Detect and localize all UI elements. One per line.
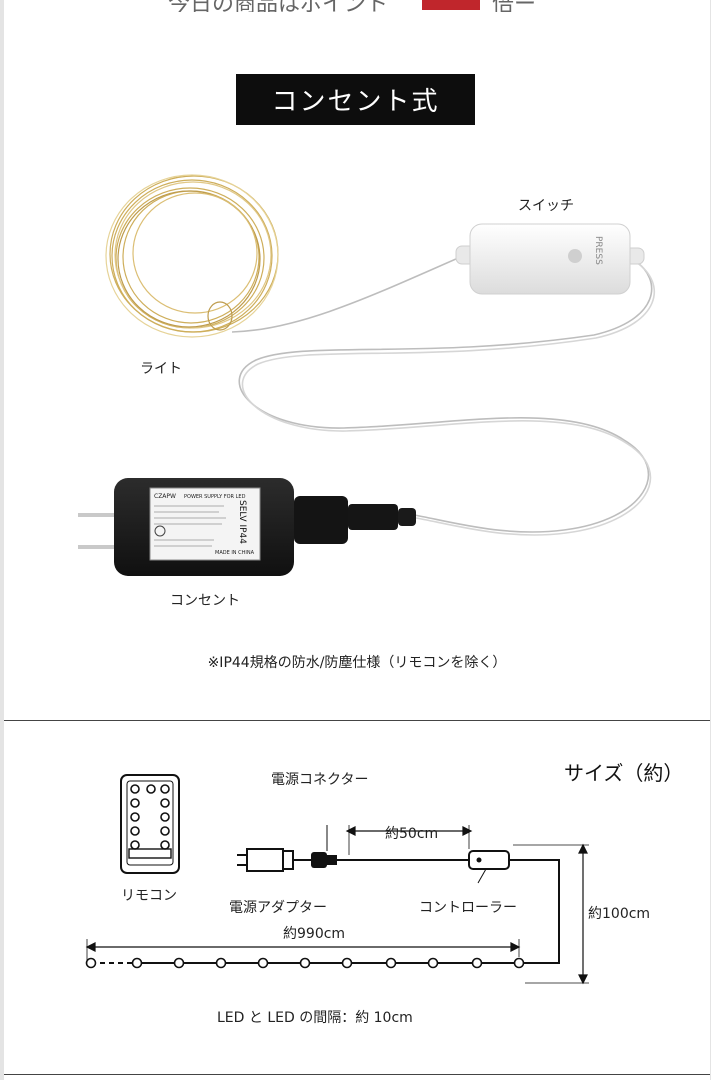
light-coil <box>105 174 279 338</box>
power-adapter: CZAPW POWER SUPPLY FOR LED MADE IN CHINA… <box>78 478 416 576</box>
remote-label: リモコン <box>121 888 177 904</box>
waterproof-note: ※IP44規格の防水/防塵仕様（リモコンを除く） <box>207 655 507 671</box>
controller-icon <box>468 850 510 884</box>
outlet-label: コンセント <box>170 593 240 609</box>
header-cut-text-right: 倍ー <box>492 0 536 12</box>
dim-990 <box>85 939 521 963</box>
power-adapter-label: 電源アダプター <box>229 900 327 916</box>
switch-label: スイッチ <box>518 198 574 214</box>
dim-50 <box>345 825 473 855</box>
connector-icon <box>311 825 337 868</box>
power-connector-label: 電源コネクター <box>271 772 369 788</box>
header-badge <box>422 0 480 10</box>
remote-icon <box>120 774 180 874</box>
adapter-icon <box>237 848 311 872</box>
adapter-rating: SELV IP44 <box>237 500 247 544</box>
header-cut-text: 今日の商品はポイント <box>168 0 388 12</box>
switch-box: PRESS <box>455 223 645 295</box>
length-50-label: 約50cm <box>385 826 439 842</box>
product-photo: PRESS CZAPW POWER SUPPLY FOR LED MADE IN… <box>78 174 656 576</box>
length-990-label: 約990cm <box>283 926 346 942</box>
length-100-label: 約100cm <box>588 906 651 922</box>
section-title: コンセント式 <box>236 74 475 125</box>
diagram-drawing <box>85 774 589 985</box>
led-spacing-label: LED と LED の間隔：約 10cm <box>217 1010 413 1026</box>
controller-label: コントローラー <box>419 900 517 916</box>
size-diagram: サイズ（約） 電源コネクター リモコン 電源アダプター コントローラー 約50c… <box>4 720 710 1075</box>
size-title: サイズ（約） <box>564 761 684 785</box>
dim-100 <box>513 843 589 985</box>
adapter-model: POWER SUPPLY FOR LED <box>184 494 246 500</box>
switch-press-text: PRESS <box>593 236 603 265</box>
cut-off-header: 今日の商品はポイント 倍ー <box>4 0 710 12</box>
product-page: 今日の商品はポイント 倍ー コンセント式 <box>4 0 710 1080</box>
clear-wire <box>231 251 656 536</box>
adapter-made-in: MADE IN CHINA <box>215 550 255 556</box>
led-string <box>85 957 525 969</box>
light-label: ライト <box>140 361 182 377</box>
adapter-brand: CZAPW <box>154 493 176 500</box>
